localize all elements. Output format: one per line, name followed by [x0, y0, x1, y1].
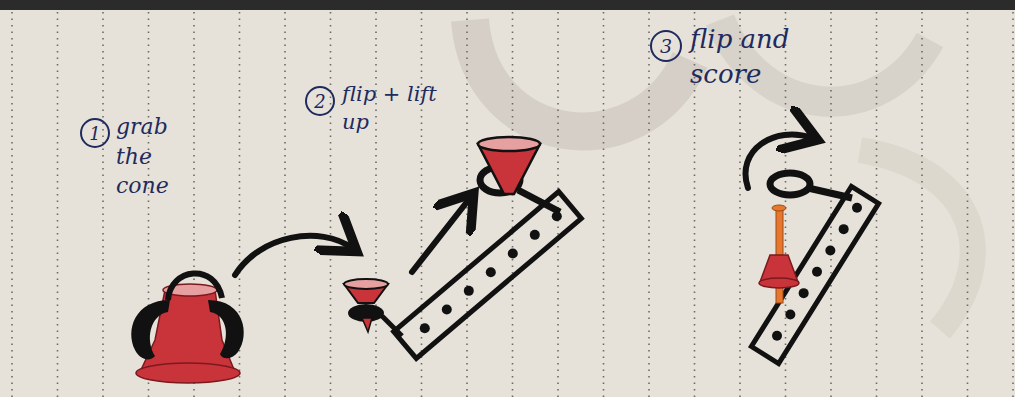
paper-line — [830, 12, 832, 397]
cone-low — [344, 279, 402, 336]
cone-high — [478, 137, 560, 212]
cone-score — [759, 173, 852, 303]
paper-line — [330, 12, 332, 397]
paper-line — [512, 12, 514, 397]
arm-hole — [799, 288, 809, 298]
step-caption: flip + lift up — [342, 80, 438, 137]
arm-hole — [420, 323, 430, 333]
arm-hole — [772, 331, 782, 341]
step-caption: flip and score — [690, 22, 860, 92]
arm-hole — [839, 224, 849, 234]
arm-hole — [812, 267, 822, 277]
arm-hole — [552, 211, 562, 221]
paper-line — [603, 12, 605, 397]
arm — [751, 187, 878, 364]
paper-line — [57, 12, 59, 397]
step-number-circle: 1 — [80, 118, 110, 148]
motion-arrow — [235, 236, 352, 275]
arm-holes — [420, 203, 862, 341]
paper-line — [11, 12, 13, 397]
step-number: 2 — [314, 91, 325, 112]
paper-line — [557, 12, 559, 397]
motion-arrow — [412, 198, 470, 272]
arm-hole — [486, 267, 496, 277]
paper-line — [102, 12, 104, 397]
arm-hole — [825, 245, 835, 255]
step-number: 1 — [89, 123, 100, 144]
motion-arrow — [745, 135, 812, 188]
paper-line — [284, 12, 286, 397]
step-number-circle: 3 — [650, 30, 682, 62]
arm-hole — [464, 286, 474, 296]
paper-line — [648, 12, 650, 397]
paper-line — [421, 12, 423, 397]
step-number: 3 — [660, 35, 672, 57]
paper-lines — [12, 12, 1013, 397]
paper-line — [967, 12, 969, 397]
step-number-circle: 2 — [305, 86, 335, 116]
watermark-swirl — [470, 20, 690, 131]
arm-hole — [852, 203, 862, 213]
paper-line — [1012, 12, 1014, 397]
top-bar — [0, 0, 1015, 10]
arm — [394, 192, 582, 359]
paper-line — [921, 12, 923, 397]
arm-hole — [508, 249, 518, 259]
arm-hole — [530, 230, 540, 240]
paper-line — [785, 12, 787, 397]
cone-grab — [131, 273, 243, 383]
step-caption: grab the cone — [116, 112, 194, 201]
paper-line — [375, 12, 377, 397]
arm-hole — [442, 305, 452, 315]
arm-hole — [785, 309, 795, 319]
